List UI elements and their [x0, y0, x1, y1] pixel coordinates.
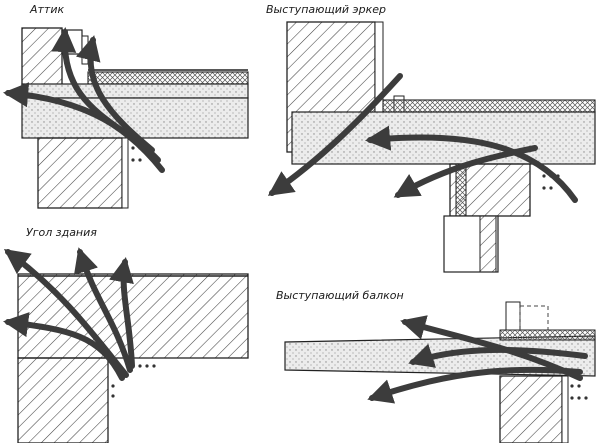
heat-flow-arrows: [3, 247, 135, 381]
supporting-wall: [499, 375, 569, 443]
panel-bay-window: [267, 21, 596, 273]
roof-slab: [21, 83, 249, 139]
side-wall: [17, 357, 109, 443]
mortar-dots: [570, 384, 588, 400]
mortar-dots: [111, 364, 156, 398]
caption-balcony: Выступающий балкон: [276, 289, 404, 302]
lower-wall: [37, 137, 129, 209]
caption-bay-window: Выступающий эркер: [266, 3, 386, 16]
panel-building-corner: [3, 247, 249, 443]
heat-flow-arrows: [267, 73, 578, 203]
roof-insulation: [87, 69, 249, 85]
lower-wall: [443, 163, 531, 273]
heat-flow-arrows: [367, 315, 588, 404]
floor-insulation: [382, 99, 596, 113]
caption-building-corner: Угол здания: [26, 226, 97, 239]
panel-balcony: [284, 301, 596, 443]
railing-post: [505, 301, 549, 331]
panel-attic: [2, 26, 249, 209]
caption-attic: Аттик: [30, 3, 65, 16]
heat-flow-arrows: [2, 26, 165, 173]
